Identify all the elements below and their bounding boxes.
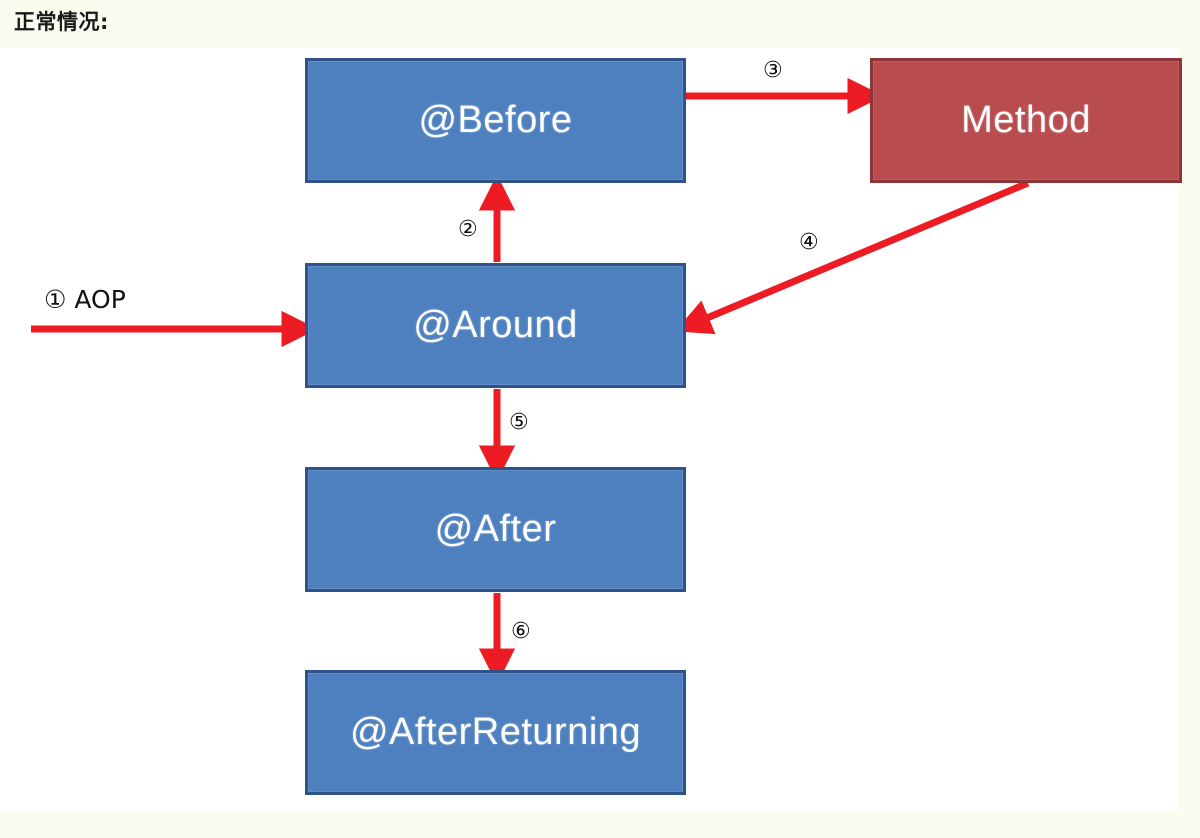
node-afterreturning[interactable]: @AfterReturning	[305, 670, 686, 795]
node-afterreturning-label: @AfterReturning	[349, 711, 642, 753]
page-title: 正常情况:	[14, 10, 109, 34]
node-around[interactable]: @Around	[305, 263, 686, 388]
step-label-2: ②	[458, 217, 478, 242]
step-label-5: ⑤	[509, 410, 529, 435]
step-label-3: ③	[763, 58, 783, 83]
node-method-label: Method	[961, 99, 1091, 141]
node-before-label: @Before	[418, 99, 573, 141]
step-label-6: ⑥	[511, 619, 531, 644]
step-label-4: ④	[799, 230, 819, 255]
node-around-label: @Around	[413, 304, 578, 346]
step-label-1-aop: ① AOP	[44, 285, 126, 314]
node-method[interactable]: Method	[870, 58, 1182, 183]
node-before[interactable]: @Before	[305, 58, 686, 183]
node-after[interactable]: @After	[305, 467, 686, 592]
node-after-label: @After	[434, 508, 557, 550]
